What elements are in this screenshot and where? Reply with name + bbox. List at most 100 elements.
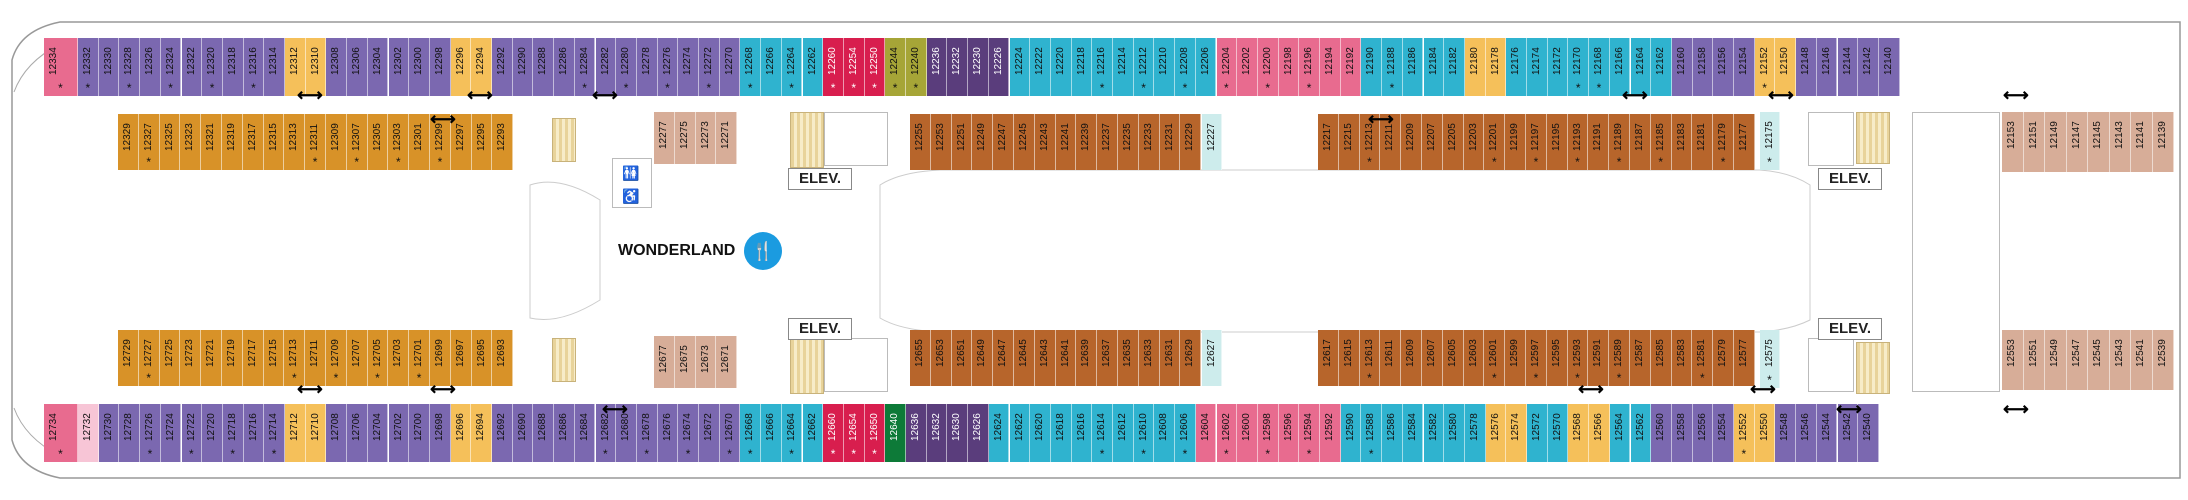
cabin-12250[interactable]: 12250* bbox=[864, 38, 886, 96]
cabin-12142[interactable]: 12142 bbox=[1858, 38, 1879, 96]
cabin-12694[interactable]: 12694 bbox=[471, 404, 492, 462]
cabin-12624[interactable]: 12624 bbox=[988, 404, 1010, 462]
cabin-12674[interactable]: 12674* bbox=[678, 404, 699, 462]
cabin-12672[interactable]: 12672 bbox=[699, 404, 720, 462]
cabin-12290[interactable]: 12290 bbox=[512, 38, 534, 96]
cabin-12233[interactable]: 12233 bbox=[1138, 114, 1160, 170]
cabin-12598[interactable]: 12598* bbox=[1257, 404, 1279, 462]
cabin-12299[interactable]: 12299* bbox=[430, 114, 451, 170]
cabin-12308[interactable]: 12308 bbox=[326, 38, 348, 96]
cabin-12304[interactable]: 12304 bbox=[367, 38, 389, 96]
cabin-12560[interactable]: 12560 bbox=[1651, 404, 1672, 462]
cabin-12140[interactable]: 12140 bbox=[1878, 38, 1900, 96]
cabin-12643[interactable]: 12643 bbox=[1034, 330, 1056, 386]
cabin-12724[interactable]: 12724 bbox=[160, 404, 182, 462]
cabin-12592[interactable]: 12592 bbox=[1320, 404, 1341, 462]
cabin-12303[interactable]: 12303* bbox=[388, 114, 410, 170]
cabin-12575[interactable]: 12575* bbox=[1760, 330, 1780, 388]
cabin-12721[interactable]: 12721 bbox=[201, 330, 222, 386]
cabin-12577[interactable]: 12577 bbox=[1734, 330, 1755, 386]
cabin-12610[interactable]: 12610* bbox=[1133, 404, 1155, 462]
cabin-12553[interactable]: 12553 bbox=[2002, 330, 2024, 390]
cabin-12611[interactable]: 12611 bbox=[1380, 330, 1402, 386]
cabin-12264[interactable]: 12264* bbox=[781, 38, 803, 96]
cabin-12164[interactable]: 12164 bbox=[1630, 38, 1652, 96]
cabin-12300[interactable]: 12300 bbox=[409, 38, 430, 96]
cabin-12655[interactable]: 12655 bbox=[910, 330, 931, 386]
cabin-12666[interactable]: 12666 bbox=[761, 404, 782, 462]
cabin-12273[interactable]: 12273 bbox=[695, 112, 717, 164]
cabin-12540[interactable]: 12540 bbox=[1858, 404, 1879, 462]
cabin-12276[interactable]: 12276* bbox=[657, 38, 679, 96]
cabin-12647[interactable]: 12647 bbox=[993, 330, 1014, 386]
cabin-12148[interactable]: 12148 bbox=[1796, 38, 1817, 96]
cabin-12205[interactable]: 12205 bbox=[1442, 114, 1464, 170]
cabin-12564[interactable]: 12564 bbox=[1609, 404, 1631, 462]
cabin-12288[interactable]: 12288 bbox=[533, 38, 555, 96]
cabin-12185[interactable]: 12185* bbox=[1650, 114, 1672, 170]
cabin-12717[interactable]: 12717 bbox=[242, 330, 264, 386]
cabin-12275[interactable]: 12275 bbox=[674, 112, 696, 164]
cabin-12551[interactable]: 12551 bbox=[2023, 330, 2045, 390]
cabin-12313[interactable]: 12313 bbox=[284, 114, 306, 170]
cabin-12728[interactable]: 12728 bbox=[119, 404, 141, 462]
cabin-12266[interactable]: 12266 bbox=[761, 38, 782, 96]
cabin-12182[interactable]: 12182 bbox=[1444, 38, 1465, 96]
cabin-12668[interactable]: 12668* bbox=[740, 404, 762, 462]
cabin-12253[interactable]: 12253 bbox=[930, 114, 952, 170]
cabin-12145[interactable]: 12145 bbox=[2088, 112, 2110, 172]
cabin-12637[interactable]: 12637 bbox=[1097, 330, 1118, 386]
cabin-12184[interactable]: 12184 bbox=[1423, 38, 1445, 96]
cabin-12649[interactable]: 12649 bbox=[972, 330, 994, 386]
cabin-12294[interactable]: 12294 bbox=[471, 38, 492, 96]
cabin-12208[interactable]: 12208* bbox=[1175, 38, 1196, 96]
cabin-12591[interactable]: 12591 bbox=[1588, 330, 1610, 386]
cabin-12210[interactable]: 12210 bbox=[1154, 38, 1176, 96]
cabin-12587[interactable]: 12587 bbox=[1630, 330, 1651, 386]
cabin-12209[interactable]: 12209 bbox=[1401, 114, 1422, 170]
cabin-12715[interactable]: 12715 bbox=[263, 330, 285, 386]
cabin-12544[interactable]: 12544 bbox=[1816, 404, 1838, 462]
cabin-12684[interactable]: 12684 bbox=[574, 404, 596, 462]
cabin-12332[interactable]: 12332* bbox=[78, 38, 99, 96]
cabin-12734[interactable]: 12734* bbox=[44, 404, 78, 462]
cabin-12549[interactable]: 12549 bbox=[2045, 330, 2067, 390]
elevator-aft-bottom[interactable]: ELEV. bbox=[1818, 318, 1882, 340]
cabin-12640[interactable]: 12640 bbox=[885, 404, 906, 462]
cabin-12673[interactable]: 12673 bbox=[695, 336, 717, 388]
cabin-12162[interactable]: 12162 bbox=[1651, 38, 1672, 96]
cabin-12195[interactable]: 12195 bbox=[1546, 114, 1568, 170]
cabin-12700[interactable]: 12700 bbox=[409, 404, 430, 462]
cabin-12302[interactable]: 12302 bbox=[388, 38, 410, 96]
cabin-12710[interactable]: 12710 bbox=[305, 404, 327, 462]
cabin-12270[interactable]: 12270 bbox=[719, 38, 741, 96]
cabin-12317[interactable]: 12317 bbox=[242, 114, 264, 170]
cabin-12593[interactable]: 12593* bbox=[1567, 330, 1589, 386]
cabin-12180[interactable]: 12180 bbox=[1464, 38, 1486, 96]
cabin-12240[interactable]: 12240* bbox=[906, 38, 927, 96]
cabin-12191[interactable]: 12191 bbox=[1588, 114, 1610, 170]
cabin-12214[interactable]: 12214 bbox=[1113, 38, 1134, 96]
cabin-12678[interactable]: 12678* bbox=[636, 404, 658, 462]
cabin-12245[interactable]: 12245 bbox=[1014, 114, 1035, 170]
cabin-12627[interactable]: 12627 bbox=[1202, 330, 1222, 386]
cabin-12181[interactable]: 12181 bbox=[1692, 114, 1714, 170]
cabin-12274[interactable]: 12274 bbox=[678, 38, 699, 96]
cabin-12202[interactable]: 12202 bbox=[1237, 38, 1258, 96]
cabin-12702[interactable]: 12702 bbox=[388, 404, 410, 462]
cabin-12578[interactable]: 12578 bbox=[1464, 404, 1486, 462]
cabin-12690[interactable]: 12690 bbox=[512, 404, 534, 462]
cabin-12730[interactable]: 12730 bbox=[98, 404, 120, 462]
cabin-12212[interactable]: 12212* bbox=[1133, 38, 1155, 96]
cabin-12582[interactable]: 12582 bbox=[1423, 404, 1445, 462]
cabin-12277[interactable]: 12277 bbox=[654, 112, 675, 164]
cabin-12622[interactable]: 12622 bbox=[1009, 404, 1031, 462]
cabin-12150[interactable]: 12150 bbox=[1775, 38, 1797, 96]
cabin-12697[interactable]: 12697 bbox=[450, 330, 472, 386]
cabin-12692[interactable]: 12692 bbox=[492, 404, 513, 462]
cabin-12718[interactable]: 12718* bbox=[222, 404, 244, 462]
cabin-12325[interactable]: 12325 bbox=[159, 114, 181, 170]
cabin-12144[interactable]: 12144 bbox=[1837, 38, 1859, 96]
cabin-12231[interactable]: 12231 bbox=[1159, 114, 1181, 170]
cabin-12262[interactable]: 12262 bbox=[802, 38, 824, 96]
